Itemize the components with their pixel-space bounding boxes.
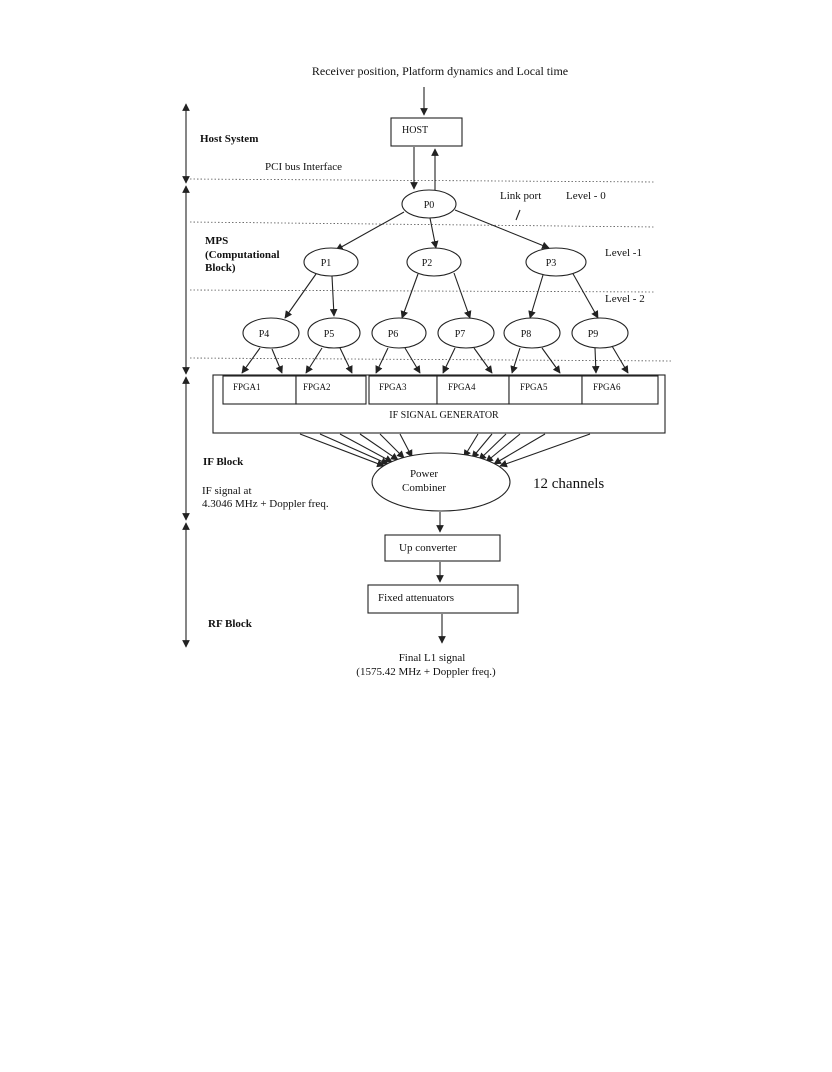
fpga-label-2: FPGA2 [303,382,331,392]
fpga-box-5 [508,375,583,405]
section-label-mps-sub1: (Computational [205,249,280,261]
section-label-if-block: IF Block [203,456,244,468]
processor-label-p5: P5 [324,329,335,340]
host-box-label: HOST [402,125,428,136]
final-signal-label-2: (1575.42 MHz + Doppler freq.) [356,666,496,678]
level-separators [189,178,673,362]
link-port-label: Link port [500,190,541,202]
top-input-label: Receiver position, Platform dynamics and… [312,64,568,78]
section-label-mps-sub2: Block) [205,262,236,274]
power-combiner-label-2: Combiner [402,482,446,494]
host-box [390,117,463,147]
up-converter-label: Up converter [399,542,457,554]
processor-label-p0: P0 [424,200,435,211]
processor-node-p0 [401,189,457,219]
processor-label-p1: P1 [321,258,332,269]
section-label-mps: MPS [205,235,228,247]
fpga-label-4: FPGA4 [448,382,476,392]
processor-node-p9 [571,317,629,349]
processor-label-p6: P6 [388,329,399,340]
fixed-attenuators-box [367,584,519,614]
processor-label-p4: P4 [259,329,270,340]
level-2-label: Level - 2 [605,293,645,305]
power-combiner-label-1: Power [410,468,438,480]
if-signal-label-1: IF signal at [202,485,252,497]
processor-node-p7 [437,317,495,349]
processor-node-p6 [371,317,427,349]
up-converter-box [384,534,501,562]
fpga-box-6 [581,375,659,405]
processor-node-p8 [503,317,561,349]
processor-label-p9: P9 [588,329,599,340]
processor-label-p3: P3 [546,258,557,269]
fpga-box-4 [436,375,510,405]
connector-arrows [241,87,629,644]
processor-node-p3 [525,247,587,277]
section-label-host-system: Host System [200,133,258,145]
if-signal-generator-label: IF SIGNAL GENERATOR [389,410,499,421]
power-combiner [371,452,511,512]
section-label-rf-block: RF Block [208,618,253,630]
processor-label-p7: P7 [455,329,466,340]
fpga-row: FPGA1 FPGA2 FPGA3 FPGA4 FPGA5 FPGA6 [222,375,659,405]
pci-bus-label: PCI bus Interface [265,161,342,173]
fixed-attenuators-label: Fixed attenuators [378,592,454,604]
final-signal-label-1: Final L1 signal [399,652,466,664]
fpga-box-2 [295,375,367,405]
fpga-label-3: FPGA3 [379,382,407,392]
channels-label: 12 channels [533,476,604,492]
fpga-label-5: FPGA5 [520,382,548,392]
processor-node-p1 [303,247,359,277]
fpga-label-6: FPGA6 [593,382,621,392]
processor-nodes: P0 P1 P2 P3 P4 P5 P6 P7 P8 P9 [242,189,629,349]
fpga-box-1 [222,375,297,405]
level-1-label: Level -1 [605,247,642,259]
processor-label-p2: P2 [422,258,433,269]
processor-node-p5 [307,317,361,349]
if-signal-label-2: 4.3046 MHz + Doppler freq. [202,498,329,510]
fpga-label-1: FPGA1 [233,382,261,392]
processor-node-p4 [242,317,300,349]
processor-label-p8: P8 [521,329,532,340]
processor-node-p2 [406,247,462,277]
level-0-label: Level - 0 [566,190,606,202]
